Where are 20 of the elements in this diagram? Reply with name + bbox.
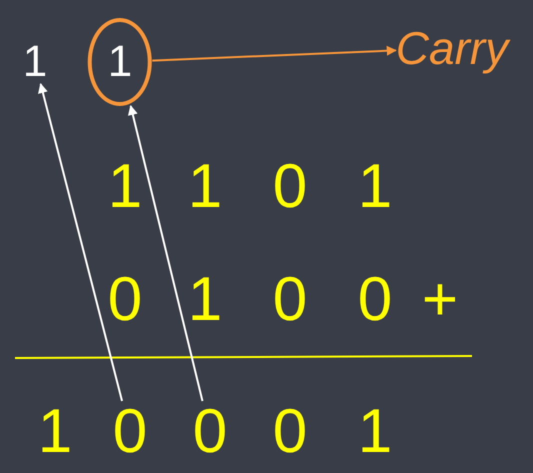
arrow	[38, 83, 123, 402]
carry-label: Carry	[396, 25, 508, 71]
circled-carry-digit: 1	[88, 18, 152, 106]
digit: 0	[272, 269, 308, 331]
digit: 0	[358, 269, 392, 331]
carry-digit: 1	[22, 40, 48, 84]
digit: 1	[188, 269, 222, 331]
plus-sign: +	[422, 269, 458, 331]
result-digit: 0	[272, 401, 308, 463]
digit: 1	[108, 156, 142, 218]
digit: 1	[358, 156, 392, 218]
digit: 0	[108, 269, 142, 331]
arrow	[152, 46, 397, 62]
digit: 1	[188, 156, 222, 218]
result-digit: 1	[358, 401, 392, 463]
digit: 0	[272, 156, 308, 218]
result-digit: 0	[192, 401, 228, 463]
result-digit: 1	[38, 401, 72, 463]
result-digit: 0	[112, 401, 148, 463]
arrow	[128, 105, 204, 402]
